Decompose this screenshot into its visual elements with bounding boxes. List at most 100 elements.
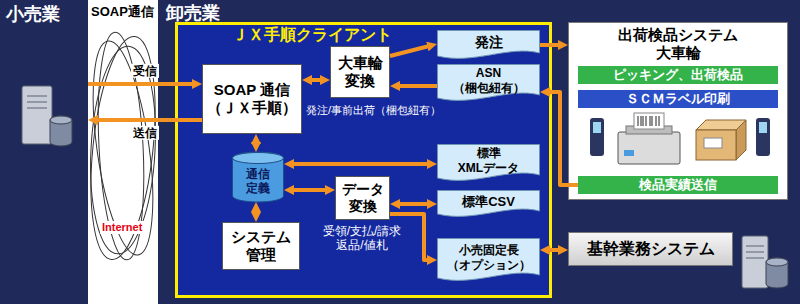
node-text: データ 変換 — [340, 181, 385, 215]
node-text: ＪＸ手順クライアント — [232, 25, 392, 44]
channel-label: SOAP通信 — [91, 4, 154, 20]
band: 小売業 — [0, 0, 88, 304]
flow-note: 受領/支払/請求 返品/値札 — [312, 224, 412, 253]
illustration-part — [81, 33, 164, 262]
system-box: 基幹業務システム — [568, 232, 733, 266]
illustration-part — [50, 116, 72, 124]
illustration-part — [756, 118, 770, 156]
process-box: 大車輪 変換 — [330, 46, 390, 98]
document-shape: 標準 XMLデータ — [437, 144, 540, 182]
node-text: 発注 — [475, 34, 503, 51]
illustration-part — [766, 258, 788, 288]
node-text: 検品実績送信 — [639, 177, 717, 193]
connector-group — [88, 45, 578, 260]
illustration-part — [704, 138, 722, 148]
document-body — [438, 31, 540, 59]
illustration-part — [766, 258, 788, 266]
node-text: 小売固定長 （オプション） — [441, 243, 536, 272]
illustration-part — [590, 118, 604, 156]
function-band: ＳＣＭラベル印刷 — [578, 90, 778, 108]
illustration-part — [27, 96, 47, 97]
node-text: 小売業 — [6, 4, 60, 26]
illustration-part — [27, 102, 47, 103]
flow-arrow — [292, 188, 327, 192]
client-panel: ＪＸ手順クライアント SOAP 通信 （ＪＸ手順） 大車輪 変換通信 定義システム … — [175, 22, 552, 298]
server-icon — [22, 86, 72, 146]
process-box: システム 管理 — [222, 222, 300, 270]
flow-arrow — [540, 43, 560, 47]
node-text: 基幹業務システム — [587, 239, 715, 258]
illustration-part — [746, 246, 764, 247]
illustration-part — [27, 108, 47, 109]
illustration-part — [759, 122, 767, 133]
flow-note: 発注/事前出荷（梱包紐有） — [306, 104, 441, 117]
node-text: 通信 定義 — [243, 167, 273, 196]
illustration-part — [746, 252, 764, 253]
edge-label: 受信 — [131, 64, 159, 78]
function-band: 検品実績送信 — [578, 176, 778, 194]
cylinder-top — [233, 153, 284, 164]
edge-label-anchor: 送信 — [131, 126, 159, 140]
label-anchor: 発注/事前出荷（梱包紐有） — [306, 104, 441, 117]
flow-arrow — [390, 46, 429, 56]
node-text: システム 管理 — [227, 228, 295, 264]
label-anchor: 受領/支払/請求 返品/値札 — [312, 224, 412, 253]
illustration-part — [696, 130, 736, 160]
cylinder-body — [233, 152, 284, 202]
flow-arrow — [292, 162, 429, 166]
edge-label: 送信 — [131, 126, 159, 140]
illustration-part — [618, 132, 680, 164]
document-body — [438, 145, 540, 181]
process-box: データ 変換 — [335, 176, 390, 220]
document-body — [438, 191, 540, 217]
node-text: 卸売業 — [166, 3, 220, 25]
document-body — [438, 239, 540, 281]
label-anchor: SOAP通信 — [91, 4, 154, 20]
server-icon — [742, 236, 788, 288]
function-band: ピッキング、出荷検品 — [578, 66, 778, 84]
flow-arrow — [398, 84, 437, 88]
node-text: ピッキング、出荷検品 — [613, 67, 743, 83]
process-box: SOAP 通信 （ＪＸ手順） — [202, 64, 302, 134]
illustration-part — [746, 258, 764, 259]
flow-arrow — [88, 82, 194, 86]
illustration-part — [624, 150, 634, 156]
network-label: Internet — [100, 221, 144, 234]
document-shape: ASN （梱包紐有） — [437, 64, 540, 102]
illustration-part — [82, 37, 164, 258]
illustration-part — [742, 236, 768, 288]
illustration-part — [593, 122, 601, 133]
document-shape: 小売固定長 （オプション） — [437, 238, 540, 282]
illustration-part — [50, 116, 72, 146]
system-box: 出荷検品システム 大車輪ピッキング、出荷検品 ＳＣＭラベル印刷検品実績送信 — [568, 22, 788, 200]
node-text: SOAP 通信 （ＪＸ手順） — [207, 81, 297, 117]
network-swirl — [81, 31, 164, 263]
flow-arrow — [96, 118, 202, 122]
flow-arrow — [548, 248, 560, 252]
document-shape: 標準CSV — [437, 190, 540, 218]
illustration-part — [736, 120, 746, 160]
node-text: 出荷検品システム 大車輪 — [603, 26, 753, 62]
node-text: ASN （梱包紐有） — [441, 66, 536, 95]
illustration-part — [634, 113, 664, 129]
document-shape: 発注 — [437, 30, 540, 60]
node-text: 標準CSV — [462, 194, 515, 210]
flow-arrow — [254, 142, 258, 144]
flow-arrow — [254, 210, 258, 214]
cardboard-box — [696, 120, 746, 160]
database-cylinder: 通信 定義 — [232, 152, 284, 202]
flow-arrow — [398, 202, 429, 206]
illustration-part — [638, 116, 659, 126]
label-anchor: Internet — [100, 221, 144, 234]
flow-arrow — [548, 92, 578, 185]
edge-label-anchor: 受信 — [131, 64, 159, 78]
node-text: 標準 XMLデータ — [454, 146, 524, 175]
flow-arrow — [310, 78, 322, 82]
illustration-part — [86, 44, 161, 255]
illustration-part — [22, 86, 52, 144]
node-text: 大車輪 変換 — [335, 54, 385, 90]
node-text: ＳＣＭラベル印刷 — [626, 91, 730, 107]
label-printer — [618, 113, 680, 164]
document-body — [438, 65, 540, 101]
